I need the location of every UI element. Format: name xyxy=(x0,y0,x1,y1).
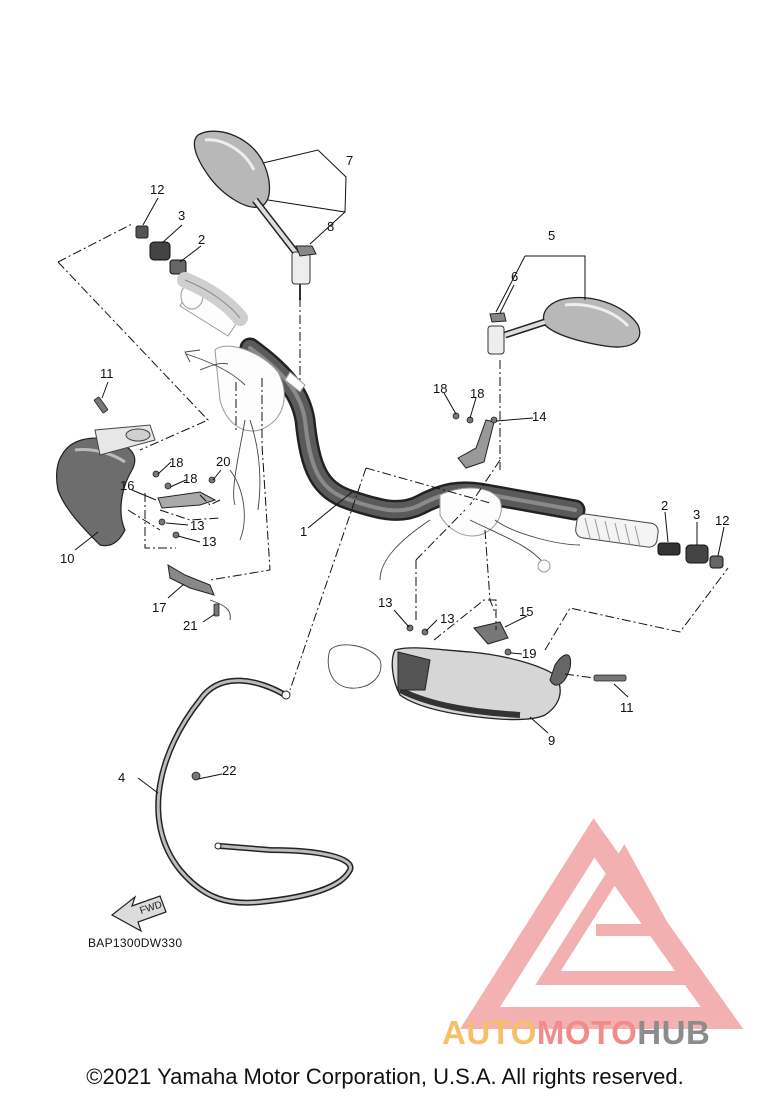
fwd-arrow: FWD xyxy=(110,895,167,933)
cap-12-right xyxy=(709,555,724,569)
assembly-lines xyxy=(57,223,729,691)
callout-19: 19 xyxy=(522,646,536,661)
callout-5: 5 xyxy=(548,228,555,243)
callout-18-a: 18 xyxy=(433,381,447,396)
watermark-word-hub: HUB xyxy=(637,1014,711,1051)
callout-2-left: 2 xyxy=(198,232,205,247)
mirror-right xyxy=(487,296,641,355)
hand-guard-right xyxy=(391,647,572,721)
right-grip-assembly xyxy=(379,487,659,581)
watermark-wordmark: AUTOMOTOHUB xyxy=(442,1014,710,1052)
callout-13-b: 13 xyxy=(202,534,216,549)
callout-15: 15 xyxy=(519,604,533,619)
callout-7: 7 xyxy=(346,153,353,168)
callout-18-c: 18 xyxy=(169,455,183,470)
callout-11-right: 11 xyxy=(620,700,634,715)
bracket-14 xyxy=(457,419,495,469)
watermark-word-moto: MOTO xyxy=(536,1014,638,1051)
callout-17: 17 xyxy=(152,600,166,615)
callout-18-b: 18 xyxy=(470,386,484,401)
hand-guard-left xyxy=(56,424,156,547)
left-bar-end-parts xyxy=(135,225,248,326)
callout-6: 6 xyxy=(511,269,518,284)
watermark-word-auto: AUTO xyxy=(442,1014,537,1051)
weight-3-right xyxy=(685,544,709,564)
callout-10: 10 xyxy=(60,551,74,566)
right-bar-end-parts xyxy=(657,542,724,569)
handlebar xyxy=(239,337,586,521)
nut-8 xyxy=(295,245,317,257)
callout-leaders xyxy=(74,149,725,794)
diagram-code: BAP1300DW330 xyxy=(88,936,183,950)
callout-3-left: 3 xyxy=(178,208,185,223)
callout-12-right: 12 xyxy=(715,513,729,528)
left-grip-assembly xyxy=(179,282,306,511)
callout-8: 8 xyxy=(327,219,334,234)
callout-2-right: 2 xyxy=(661,498,668,513)
clamp-lines-left xyxy=(209,469,245,621)
cap-12-left xyxy=(135,225,149,239)
callout-20: 20 xyxy=(216,454,230,469)
callout-22: 22 xyxy=(222,763,236,778)
copyright-notice: ©2021 Yamaha Motor Corporation, U.S.A. A… xyxy=(86,1064,684,1089)
weight-3-left xyxy=(149,241,171,261)
nut-6 xyxy=(489,312,507,323)
bracket-15 xyxy=(473,621,509,645)
callout-1: 1 xyxy=(300,524,307,539)
callout-3-right: 3 xyxy=(693,507,700,522)
watermark-logo-mark xyxy=(460,818,744,1029)
callout-numbers: 1 2 2 3 3 4 5 6 7 8 9 10 11 11 12 12 13 … xyxy=(60,153,729,785)
collar-2-right xyxy=(657,542,681,556)
callout-16: 16 xyxy=(120,478,134,493)
mirror-left xyxy=(193,130,311,300)
callout-21: 21 xyxy=(183,618,197,633)
callout-12-left: 12 xyxy=(150,182,164,197)
callout-13-d: 13 xyxy=(440,611,454,626)
callout-13-c: 13 xyxy=(378,595,392,610)
throttle-cable xyxy=(155,644,382,906)
bracket-16 xyxy=(157,491,217,509)
callout-18-d: 18 xyxy=(183,471,197,486)
collar-2-left xyxy=(169,259,187,275)
callout-11-left: 11 xyxy=(100,366,114,381)
callout-9: 9 xyxy=(548,733,555,748)
callout-14: 14 xyxy=(532,409,546,424)
callout-4: 4 xyxy=(118,770,125,785)
callout-13-a: 13 xyxy=(190,518,204,533)
bracket-17 xyxy=(167,564,215,596)
